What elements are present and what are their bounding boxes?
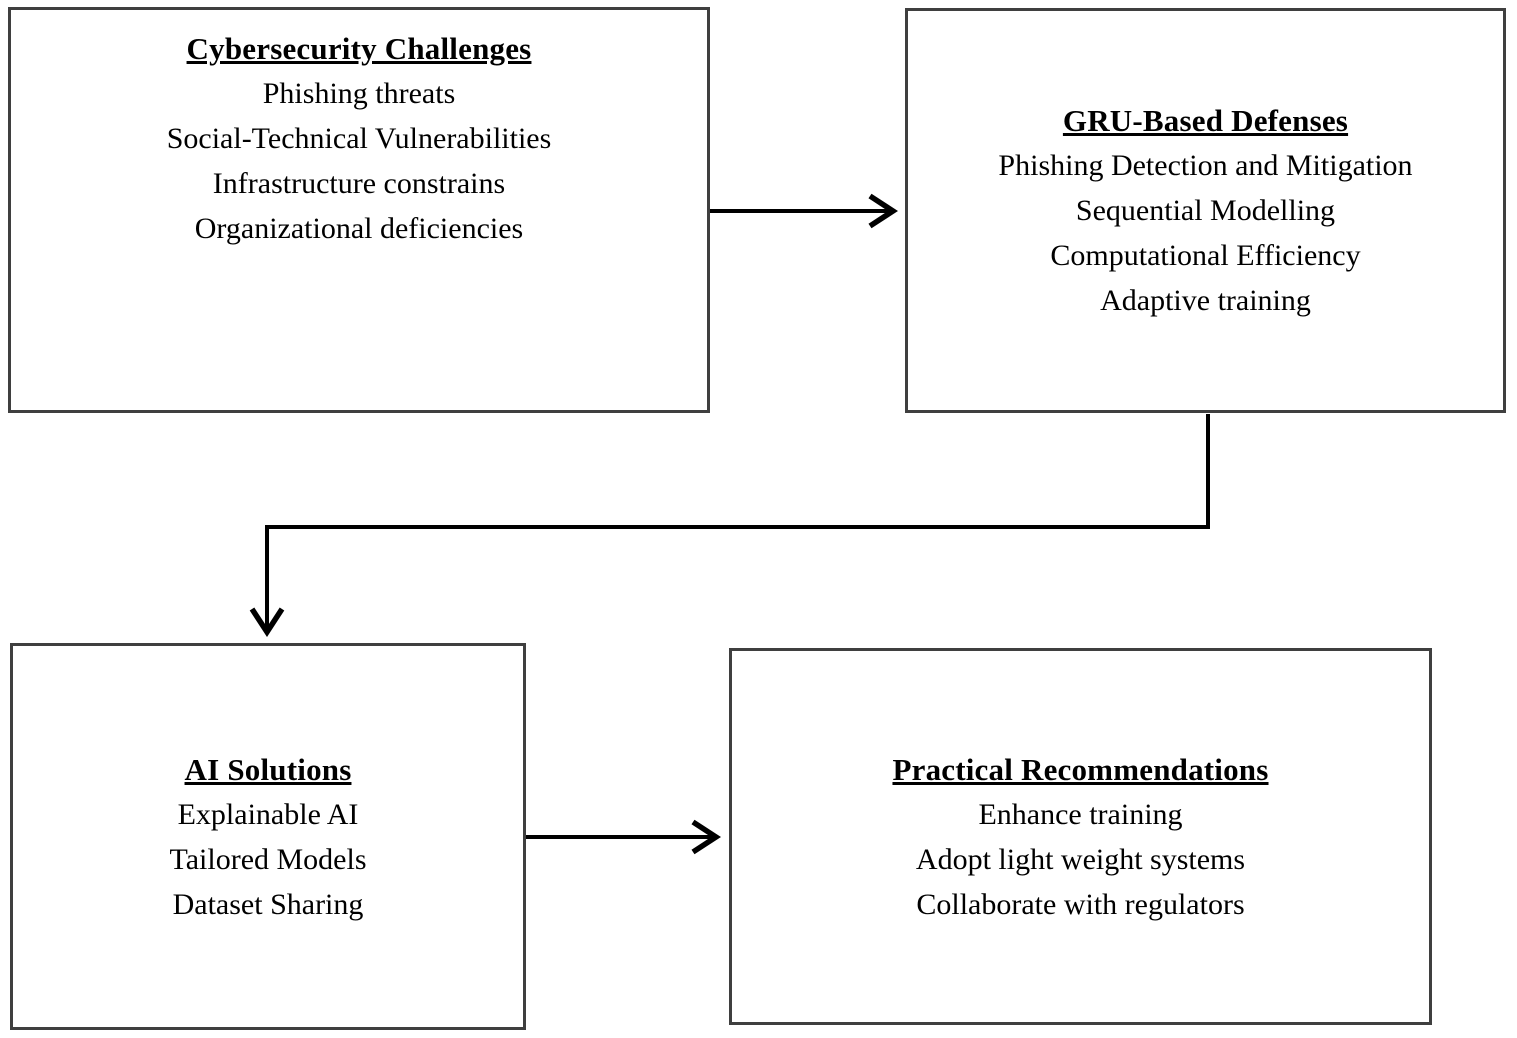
box-practical-recommendations: Practical Recommendations Enhance traini…	[729, 648, 1432, 1025]
box-item: Explainable AI	[177, 797, 359, 831]
box-item: Enhance training	[978, 797, 1183, 831]
box-title: GRU-Based Defenses	[1062, 103, 1349, 138]
box-item: Social-Technical Vulnerabilities	[166, 122, 552, 155]
box-item: Organizational deficiencies	[194, 212, 524, 245]
box-item: Phishing threats	[262, 77, 456, 110]
box-item: Infrastructure constrains	[212, 167, 506, 200]
box-title: Cybersecurity Challenges	[186, 31, 532, 66]
box-gru-based-defenses: GRU-Based Defenses Phishing Detection an…	[905, 8, 1506, 413]
box-ai-solutions: AI Solutions Explainable AI Tailored Mod…	[10, 643, 526, 1030]
box-item: Computational Efficiency	[1050, 239, 1361, 272]
box-cybersecurity-challenges: Cybersecurity Challenges Phishing threat…	[8, 7, 710, 413]
box-item: Dataset Sharing	[172, 887, 364, 921]
box-title: Practical Recommendations	[892, 751, 1269, 787]
box-item: Sequential Modelling	[1075, 194, 1336, 227]
box-item: Adopt light weight systems	[915, 842, 1246, 876]
box-title: AI Solutions	[184, 751, 352, 787]
box-item: Phishing Detection and Mitigation	[998, 149, 1413, 182]
box-item: Tailored Models	[169, 842, 367, 876]
arrow-defenses-to-solutions-icon	[267, 414, 1210, 632]
box-item: Collaborate with regulators	[916, 887, 1245, 921]
box-item: Adaptive training	[1100, 284, 1311, 317]
